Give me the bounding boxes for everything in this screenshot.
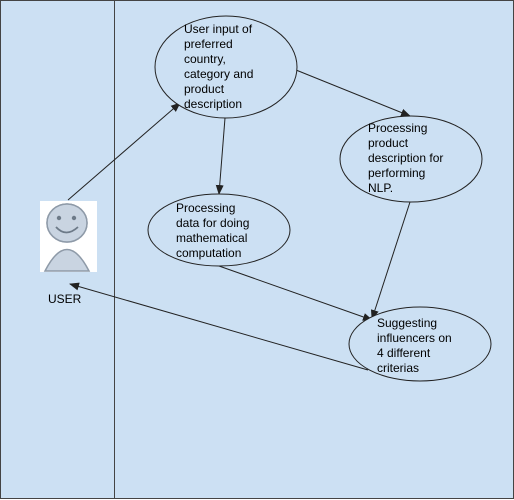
node-suggest-text: Suggesting influencers on 4 different cr…	[377, 316, 452, 375]
edge-suggest-to-user	[69, 282, 369, 371]
edge-nlp-to-suggest	[370, 201, 411, 320]
edge-math-to-suggest	[218, 265, 373, 321]
edge-input-to-math	[215, 117, 226, 195]
edge-user-to-input	[67, 102, 181, 201]
edge-input-to-nlp	[295, 69, 411, 117]
node-math-text: Processing data for doing mathematical c…	[176, 201, 250, 260]
user-actor-label: USER	[48, 292, 82, 306]
user-avatar-icon	[40, 201, 97, 272]
node-suggest-ellipse	[348, 306, 492, 382]
node-math-ellipse	[147, 193, 291, 267]
node-nlp-ellipse	[339, 115, 483, 203]
node-nlp-text: Processing product description for perfo…	[368, 121, 444, 195]
node-input-text: User input of preferred country, categor…	[184, 22, 254, 111]
node-input-ellipse	[154, 15, 298, 119]
